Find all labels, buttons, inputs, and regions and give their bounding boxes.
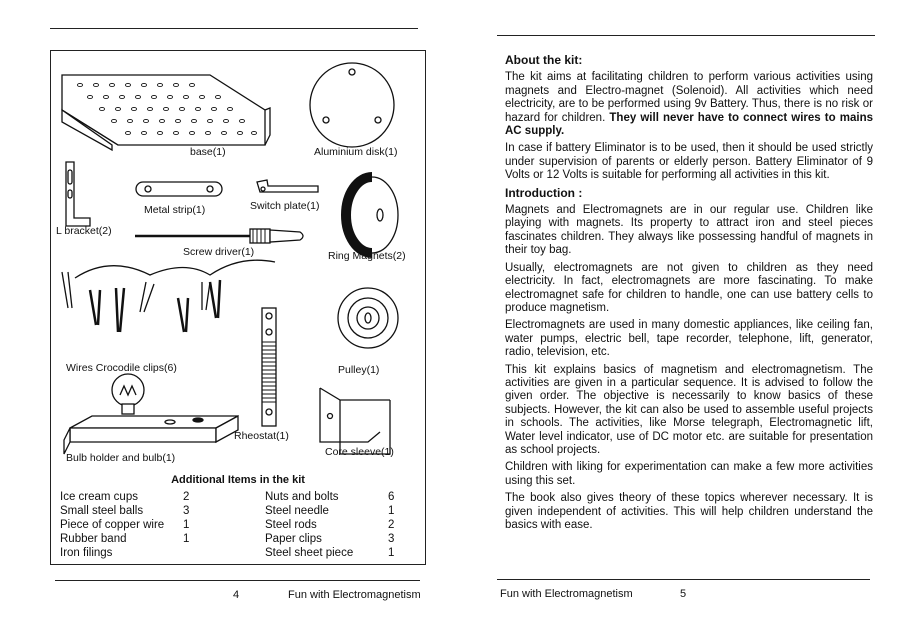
switch-plate-illustration [256,179,319,193]
label-bulb-holder: Bulb holder and bulb(1) [66,452,176,464]
label-metal-strip: Metal strip(1) [144,204,206,216]
list-item: Steel sheet piece [265,547,354,559]
ring-magnet-illustration [341,172,399,258]
l-bracket-illustration [65,161,91,227]
list-item-qty: 2 [183,491,190,503]
right-page-body: About the kit: The kit aims at facilitat… [505,53,873,536]
list-item: Paper clips [265,533,322,545]
label-crocodile-clips: Wires Crocodile clips(6) [66,362,177,374]
crocodile-clips-illustration [61,259,276,333]
label-switch-plate: Switch plate(1) [250,200,320,212]
label-base: base(1) [190,146,226,158]
eliminator-paragraph: In case if battery Eliminator is to be u… [505,142,873,182]
core-sleeve-illustration [319,387,391,455]
right-footer-title: Fun with Electromagnetism [500,588,633,600]
list-item-qty: 2 [388,519,395,531]
list-item: Iron filings [60,547,113,559]
base-illustration [61,74,271,152]
right-page-number: 5 [680,588,687,600]
list-item: Ice cream cups [60,491,138,503]
list-item-qty: 6 [388,491,395,503]
rheostat-illustration [261,307,277,427]
left-top-rule [50,28,418,29]
intro-paragraph: Usually, electromagnets are not given to… [505,261,873,314]
label-rheostat: Rheostat(1) [234,430,289,442]
intro-paragraph: Electromagnets are used in many domestic… [505,319,873,359]
list-item: Steel needle [265,505,329,517]
intro-paragraph: The book also gives theory of these topi… [505,492,873,531]
list-item-qty: 3 [183,505,190,517]
list-item: Piece of copper wire [60,519,165,531]
aluminium-disk-illustration [309,62,395,148]
label-screwdriver: Screw driver(1) [183,246,255,258]
list-item: Small steel balls [60,505,144,517]
list-item-qty: 3 [388,533,395,545]
intro-paragraph: This kit explains basics of magnetism an… [505,363,873,456]
right-bottom-rule [497,579,870,580]
about-paragraph: The kit aims at facilitating children to… [505,71,873,138]
label-aluminium-disk: Aluminium disk(1) [314,146,398,158]
right-top-rule [497,35,875,36]
list-item: Steel rods [265,519,317,531]
metal-strip-illustration [135,181,223,197]
additional-items-title: Additional Items in the kit [171,474,305,486]
screwdriver-illustration [135,228,304,244]
left-footer-title: Fun with Electromagnetism [288,589,421,601]
list-item: Nuts and bolts [265,491,339,503]
list-item-qty: 1 [183,519,190,531]
bulb-holder-illustration [63,373,239,455]
intro-paragraph: Magnets and Electromagnets are in our re… [505,204,873,257]
label-core-sleeve: Core sleeve(1) [325,446,394,458]
list-item: Rubber band [60,533,127,545]
kit-contents-frame [50,50,426,565]
left-bottom-rule [55,580,420,581]
left-page-number: 4 [233,589,240,601]
label-pulley: Pulley(1) [338,364,380,376]
intro-paragraph: Children with liking for experimentation… [505,461,873,487]
list-item-qty: 1 [183,533,190,545]
pulley-illustration [337,287,399,349]
kit-illustrations [61,62,399,455]
about-heading: About the kit: [505,53,583,67]
introduction-heading: Introduction : [505,185,583,200]
list-item-qty: 1 [388,547,395,559]
label-ring-magnets: Ring Magnets(2) [328,250,406,262]
list-item-qty: 1 [388,505,395,517]
label-l-bracket: L bracket(2) [56,225,112,237]
about-warning: They will never have to connect wires to… [505,111,873,138]
